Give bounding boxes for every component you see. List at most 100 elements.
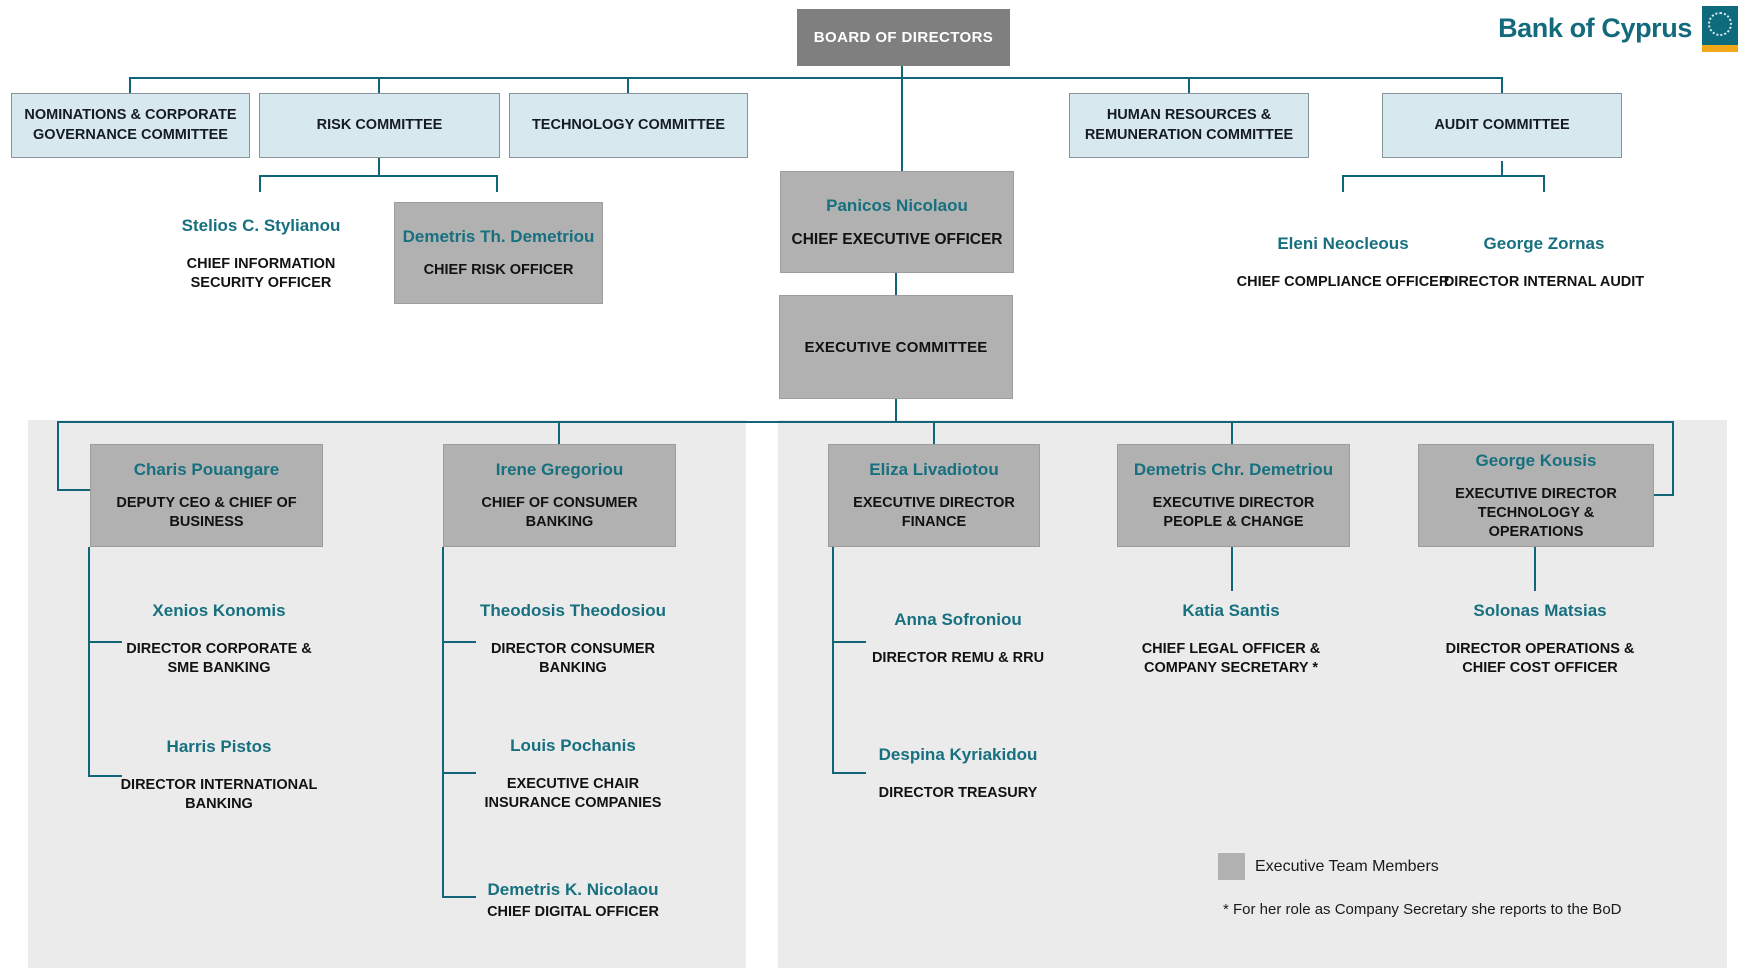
committee-label: HUMAN RESOURCES & REMUNERATION COMMITTEE xyxy=(1084,106,1294,143)
connector-line xyxy=(57,421,59,491)
company-secretary-footnote: * For her role as Company Secretary she … xyxy=(1223,901,1622,918)
committee-box-nominations: NOMINATIONS & CORPORATE GOVERNANCE COMMI… xyxy=(11,93,250,158)
person-demetris-k-nicolaou: Demetris K. Nicolaou CHIEF DIGITAL OFFIC… xyxy=(453,879,693,922)
committee-label: RISK COMMITTEE xyxy=(316,116,443,133)
connector-line xyxy=(1342,175,1545,177)
person-box-charis-pouangare: Charis Pouangare DEPUTY CEO & CHIEF OF B… xyxy=(90,444,323,547)
connector-line xyxy=(1501,77,1503,94)
person-title: CHIEF INFORMATION SECURITY OFFICER xyxy=(186,256,336,291)
person-name: Xenios Konomis xyxy=(152,601,286,620)
person-title: EXECUTIVE CHAIR INSURANCE COMPANIES xyxy=(484,776,662,811)
connector-line xyxy=(88,547,90,777)
connector-line xyxy=(129,77,131,94)
person-name: Katia Santis xyxy=(1182,601,1280,620)
executive-team-swatch xyxy=(1218,853,1245,880)
connector-line xyxy=(259,175,261,192)
connector-line xyxy=(1543,175,1545,192)
connector-line xyxy=(442,772,476,774)
connector-line xyxy=(442,547,444,898)
committee-box-human-resources: HUMAN RESOURCES & REMUNERATION COMMITTEE xyxy=(1069,93,1309,158)
person-theodosis-theodosiou: Theodosis Theodosiou DIRECTOR CONSUMER B… xyxy=(478,600,668,678)
person-name: Theodosis Theodosiou xyxy=(479,601,667,620)
connector-line xyxy=(1188,77,1190,94)
person-title: EXECUTIVE DIRECTOR TECHNOLOGY & OPERATIO… xyxy=(1455,485,1617,540)
connector-line xyxy=(496,175,498,192)
person-name: George Zornas xyxy=(1483,234,1605,253)
connector-line xyxy=(933,421,935,445)
person-eleni-neocleous: Eleni Neocleous CHIEF COMPLIANCE OFFICER xyxy=(1228,233,1458,292)
person-katia-santis: Katia Santis CHIEF LEGAL OFFICER & COMPA… xyxy=(1126,600,1336,678)
connector-line xyxy=(57,489,92,491)
bank-of-cyprus-logo: Bank of Cyprus xyxy=(1498,6,1738,52)
connector-line xyxy=(442,641,476,643)
person-title: DIRECTOR CONSUMER BANKING xyxy=(490,641,656,676)
person-title: CHIEF LEGAL OFFICER & COMPANY SECRETARY … xyxy=(1141,641,1321,676)
connector-line xyxy=(88,775,122,777)
person-name: Irene Gregoriou xyxy=(495,460,624,479)
connector-line xyxy=(895,399,897,423)
person-name: Harris Pistos xyxy=(166,737,272,756)
committee-box-technology: TECHNOLOGY COMMITTEE xyxy=(509,93,748,158)
connector-line xyxy=(832,772,866,774)
person-title: DEPUTY CEO & CHIEF OF BUSINESS xyxy=(116,495,297,530)
person-title: CHIEF DIGITAL OFFICER xyxy=(487,904,659,920)
person-box-eliza-livadiotou: Eliza Livadiotou EXECUTIVE DIRECTOR FINA… xyxy=(828,444,1040,547)
bank-of-cyprus-logo-icon xyxy=(1702,6,1738,52)
connector-line xyxy=(259,175,498,177)
person-box-irene-gregoriou: Irene Gregoriou CHIEF OF CONSUMER BANKIN… xyxy=(443,444,676,547)
committee-label: NOMINATIONS & CORPORATE GOVERNANCE COMMI… xyxy=(24,106,237,143)
connector-line xyxy=(1534,547,1536,591)
bank-of-cyprus-logo-text: Bank of Cyprus xyxy=(1498,13,1692,43)
person-anna-sofroniou: Anna Sofroniou DIRECTOR REMU & RRU xyxy=(843,609,1073,668)
person-xenios-konomis: Xenios Konomis DIRECTOR CORPORATE & SME … xyxy=(119,600,319,678)
connector-line xyxy=(1672,421,1674,496)
person-title: DIRECTOR INTERNAL AUDIT xyxy=(1443,274,1645,290)
person-name: Panicos Nicolaou xyxy=(826,196,968,215)
connector-line xyxy=(57,421,1674,423)
logo-yellow-bar xyxy=(1702,45,1738,52)
person-george-zornas: George Zornas DIRECTOR INTERNAL AUDIT xyxy=(1429,233,1659,292)
person-name: George Kousis xyxy=(1475,450,1597,470)
person-stelios-stylianou: Stelios C. Stylianou CHIEF INFORMATION S… xyxy=(161,215,361,293)
person-name: Anna Sofroniou xyxy=(894,610,1022,629)
person-title: DIRECTOR CORPORATE & SME BANKING xyxy=(126,641,312,676)
person-name: Demetris Chr. Demetriou xyxy=(1133,460,1334,479)
connector-line xyxy=(1650,494,1674,496)
connector-line xyxy=(1231,421,1233,445)
person-name: Solonas Matsias xyxy=(1473,601,1607,620)
committee-box-risk: RISK COMMITTEE xyxy=(259,93,500,158)
person-name: Eliza Livadiotou xyxy=(869,460,999,479)
person-box-demetris-th-demetriou: Demetris Th. Demetriou CHIEF RISK OFFICE… xyxy=(394,202,603,304)
connector-line xyxy=(378,77,380,94)
committee-box-audit: AUDIT COMMITTEE xyxy=(1382,93,1622,158)
person-name: Demetris Th. Demetriou xyxy=(402,227,595,246)
connector-line xyxy=(895,273,897,296)
board-of-directors-label: BOARD OF DIRECTORS xyxy=(813,29,994,46)
connector-line xyxy=(832,547,834,774)
executive-committee-box: EXECUTIVE COMMITTEE xyxy=(779,295,1013,399)
person-title: CHIEF EXECUTIVE OFFICER xyxy=(791,231,1003,248)
person-title: EXECUTIVE DIRECTOR FINANCE xyxy=(853,495,1015,530)
person-solonas-matsias: Solonas Matsias DIRECTOR OPERATIONS & CH… xyxy=(1425,600,1655,678)
connector-line xyxy=(558,421,560,445)
connector-line xyxy=(1231,547,1233,591)
connector-line xyxy=(129,77,1503,79)
person-despina-kyriakidou: Despina Kyriakidou DIRECTOR TREASURY xyxy=(838,744,1078,803)
person-louis-pochanis: Louis Pochanis EXECUTIVE CHAIR INSURANCE… xyxy=(463,735,683,813)
connector-line xyxy=(442,896,476,898)
legend-label: Executive Team Members xyxy=(1255,858,1439,875)
person-title: CHIEF COMPLIANCE OFFICER xyxy=(1236,274,1450,290)
connector-line xyxy=(1501,161,1503,177)
person-name: Stelios C. Stylianou xyxy=(181,216,341,235)
person-box-george-kousis: George Kousis EXECUTIVE DIRECTOR TECHNOL… xyxy=(1418,444,1654,547)
person-name: Louis Pochanis xyxy=(510,736,636,755)
committee-label: TECHNOLOGY COMMITTEE xyxy=(531,116,726,133)
committee-label: AUDIT COMMITTEE xyxy=(1434,116,1570,133)
person-title: DIRECTOR INTERNATIONAL BANKING xyxy=(120,777,318,812)
person-name: Charis Pouangare xyxy=(133,460,280,479)
executive-committee-label: EXECUTIVE COMMITTEE xyxy=(804,338,988,356)
board-of-directors-box: BOARD OF DIRECTORS xyxy=(797,9,1010,66)
person-name: Despina Kyriakidou xyxy=(878,745,1038,764)
connector-line xyxy=(88,641,122,643)
